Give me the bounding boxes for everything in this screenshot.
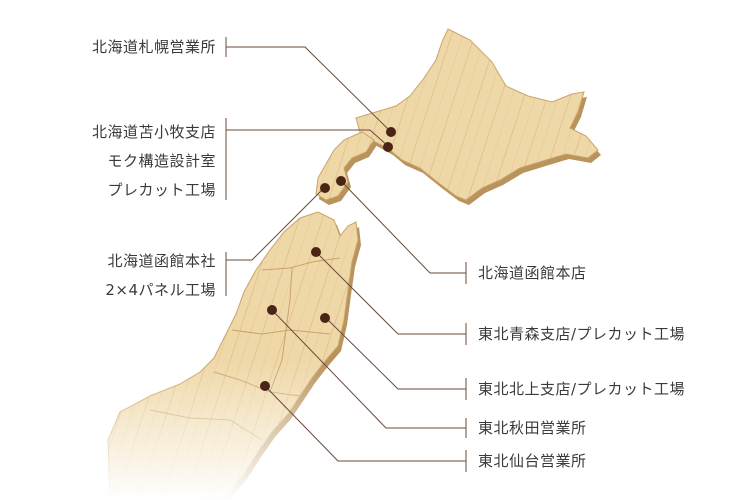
- leader-aomori: [315, 251, 467, 345]
- leader-hakodate-store: [340, 180, 467, 284]
- marker-akita: [267, 305, 277, 315]
- label-tomakomai-line-2: モク構造設計室: [107, 152, 216, 170]
- label-hakodate-store: 北海道函館本店: [478, 263, 587, 283]
- label-hakodate-hq-line-1: 北海道函館本社: [107, 252, 216, 270]
- label-akita-line-1: 東北秋田営業所: [478, 419, 587, 437]
- label-kitakami-line-1: 東北北上支店/プレカット工場: [478, 380, 686, 398]
- marker-kitakami: [320, 313, 330, 323]
- leader-hakodate-hq: [225, 186, 326, 296]
- label-tomakomai-line-3: プレカット工場: [107, 181, 216, 199]
- marker-sapporo: [386, 127, 396, 137]
- label-sapporo-line-1: 北海道札幌営業所: [91, 38, 216, 56]
- location-markers: [260, 127, 396, 391]
- label-sapporo: 北海道札幌営業所: [40, 37, 216, 57]
- label-tomakomai-line-1: 北海道苫小牧支店: [91, 123, 216, 141]
- marker-aomori: [311, 247, 321, 257]
- label-aomori: 東北青森支店/プレカット工場: [478, 324, 685, 344]
- marker-sendai: [260, 381, 270, 391]
- label-hakodate-hq: 北海道函館本社 2×4パネル工場: [40, 247, 216, 305]
- leader-sapporo: [225, 37, 391, 132]
- marker-hakodate-store: [336, 176, 346, 186]
- leader-akita: [271, 309, 467, 438]
- marker-hakodate-hq: [320, 183, 330, 193]
- label-hakodate-hq-line-2: 2×4パネル工場: [105, 281, 216, 299]
- label-akita: 東北秋田営業所: [478, 418, 587, 438]
- marker-tomakomai: [383, 142, 393, 152]
- leader-kitakami: [324, 316, 467, 400]
- label-sendai: 東北仙台営業所: [478, 451, 587, 471]
- leader-lines: [225, 37, 467, 472]
- label-tomakomai: 北海道苫小牧支店 モク構造設計室 プレカット工場: [40, 118, 216, 205]
- label-kitakami: 東北北上支店/プレカット工場: [478, 379, 685, 399]
- label-sendai-line-1: 東北仙台営業所: [478, 452, 587, 470]
- leader-sendai: [264, 385, 467, 472]
- leader-tomakomai: [225, 118, 389, 200]
- label-aomori-line-1: 東北青森支店/プレカット工場: [478, 325, 686, 343]
- label-hakodate-store-line-1: 北海道函館本店: [478, 264, 587, 282]
